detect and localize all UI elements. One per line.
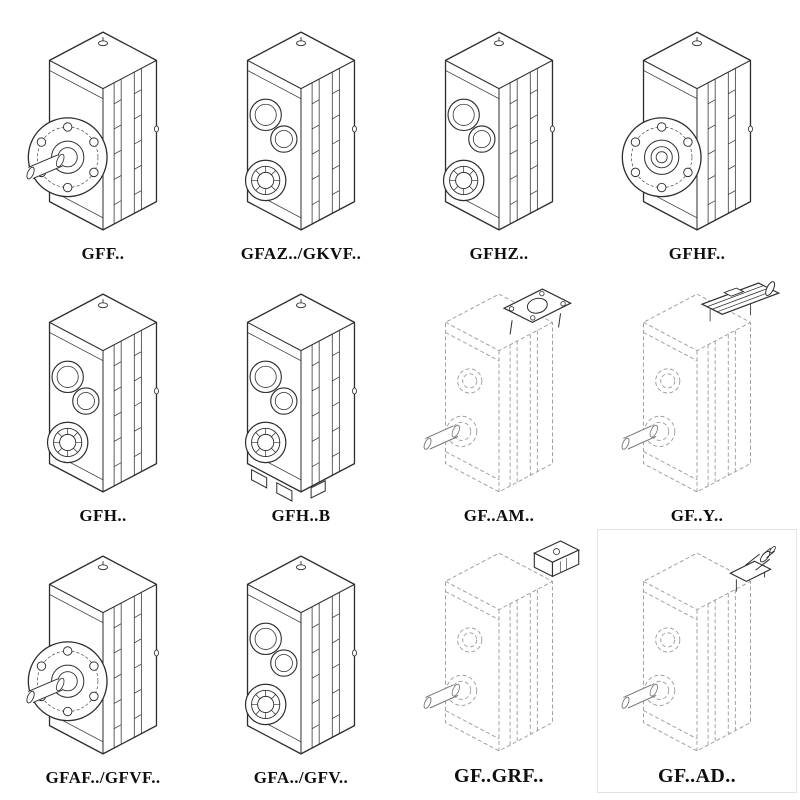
gearbox-hollow-shaft-icon (244, 555, 358, 755)
product-cell-gfh-b: GFH..B (202, 268, 400, 530)
gearbox-flange-hollow-icon (621, 31, 754, 231)
product-cell-gfa-gfv: GFA../GFV.. (202, 530, 400, 792)
gearbox-phantom-grf-icon (422, 540, 580, 752)
product-cell-gf-grf: GF..GRF.. (400, 530, 598, 792)
model-label: GFF.. (81, 244, 125, 263)
product-cell-gfhf: GFHF.. (598, 6, 796, 268)
gearbox-flange-shaft-icon (24, 555, 160, 755)
gearbox-hollow-shaft-icon (244, 31, 358, 231)
model-label: GFHZ.. (469, 244, 529, 263)
product-cell-gfh: GFH.. (4, 268, 202, 530)
model-label: GF..AM.. (463, 506, 535, 525)
model-label: GFH..B (271, 506, 331, 525)
model-label: GF..AD.. (657, 765, 737, 787)
model-label: GFH.. (79, 506, 127, 525)
gearbox-phantom-motor-icon (620, 280, 780, 493)
product-cell-gfaf-gfvf: GFAF../GFVF.. (4, 530, 202, 792)
product-cell-gff: GFF.. (4, 6, 202, 268)
gearbox-foot-mounted-icon (244, 293, 358, 502)
model-label: GFHF.. (668, 244, 726, 263)
model-label: GFAF../GFVF.. (45, 768, 161, 787)
model-label: GF..Y.. (670, 506, 724, 525)
gearbox-phantom-input-shaft-icon (620, 544, 778, 752)
product-cell-gfhz: GFHZ.. (400, 6, 598, 268)
product-cell-gf-y: GF..Y.. (598, 268, 796, 530)
product-cell-gfaz-gkvf: GFAZ../GKVF.. (202, 6, 400, 268)
gearbox-hollow-shaft-icon (442, 31, 556, 231)
gearbox-flange-shaft-icon (24, 31, 160, 231)
model-label: GFA../GFV.. (253, 768, 349, 787)
product-cell-gf-am: GF..AM.. (400, 268, 598, 530)
gearbox-hollow-shaft-icon (46, 293, 160, 493)
model-label: GF..GRF.. (454, 765, 544, 787)
product-cell-gf-ad: GF..AD.. (597, 529, 797, 793)
gearbox-phantom-adapter-icon (422, 288, 572, 493)
model-label: GFAZ../GKVF.. (240, 244, 362, 263)
